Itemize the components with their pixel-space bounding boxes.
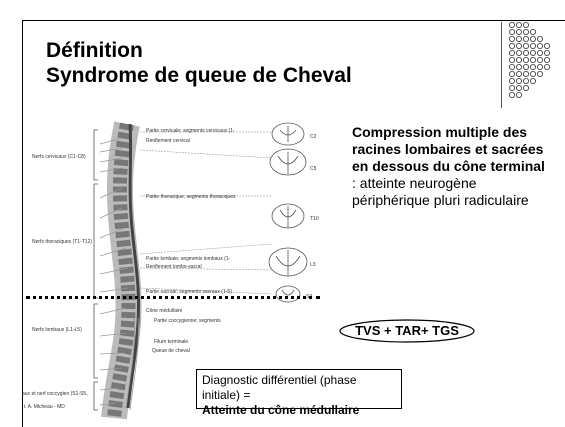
section-label-c5: C5 bbox=[310, 166, 317, 172]
label-cauda: Queue de cheval bbox=[152, 348, 190, 354]
section-label-l3: L3 bbox=[310, 262, 316, 268]
label-lumbosacral-enlargement: Renflement lombo-sacral bbox=[146, 264, 202, 270]
label-sacral-part: Partie sacrale; segments sacraux (1-5) bbox=[146, 289, 232, 295]
image-credit: i: A. Micheau - MD bbox=[24, 404, 65, 410]
title-line-1: Définition bbox=[46, 38, 352, 63]
signs-badge: TVS + TAR+ TGS bbox=[338, 318, 476, 344]
label-cervical-nerves: Nerfs cervicaux (C1-C8) bbox=[32, 154, 86, 160]
definition-bold: Compression multiple des racines lombair… bbox=[352, 124, 545, 174]
region-brackets bbox=[94, 130, 98, 410]
cord-cross-sections bbox=[269, 123, 307, 302]
label-lumbar-part: Partie lombale; segments lombaux (1- bbox=[146, 256, 231, 262]
diagnosis-line-2: Atteinte du cône médullaire bbox=[202, 403, 359, 417]
section-label-t10: T10 bbox=[310, 216, 319, 222]
slide-frame-top bbox=[22, 20, 565, 21]
definition-rest: : atteinte neurogène périphérique pluri … bbox=[352, 175, 529, 208]
decorative-dots bbox=[508, 20, 558, 104]
decorative-divider bbox=[501, 22, 502, 108]
label-lumbar-nerves: Nerfs lombaux (L1-L5) bbox=[32, 327, 82, 333]
label-thoracic-nerves: Nerfs thoraciques (T1-T12) bbox=[32, 239, 92, 245]
label-cervical-enlargement: Renflement cervical bbox=[146, 138, 190, 144]
slide-title: Définition Syndrome de queue de Cheval bbox=[46, 38, 352, 88]
differential-diagnosis-box: Diagnostic différentiel (phase initiale)… bbox=[196, 369, 402, 409]
diagnosis-line-1: Diagnostic différentiel (phase initiale)… bbox=[202, 373, 396, 403]
section-label-c2: C2 bbox=[310, 134, 317, 140]
label-coccygeal-part: Partie coccygienne; segments bbox=[154, 318, 221, 324]
label-filum: Filum terminale bbox=[154, 339, 188, 345]
label-sacral-nerves: aux et nerf coccygien (S1-S5, bbox=[22, 391, 88, 397]
conus-level-dotted-line bbox=[26, 296, 320, 299]
label-cervical-part: Partie cervicale; segments cervicaux (1- bbox=[146, 128, 235, 134]
title-line-2: Syndrome de queue de Cheval bbox=[46, 63, 352, 88]
label-thoracic-part: Partie thoracique; segments thoraciques bbox=[146, 194, 236, 200]
label-conus: Cône médullaire bbox=[146, 308, 183, 314]
definition-text: Compression multiple des racines lombair… bbox=[352, 124, 552, 209]
